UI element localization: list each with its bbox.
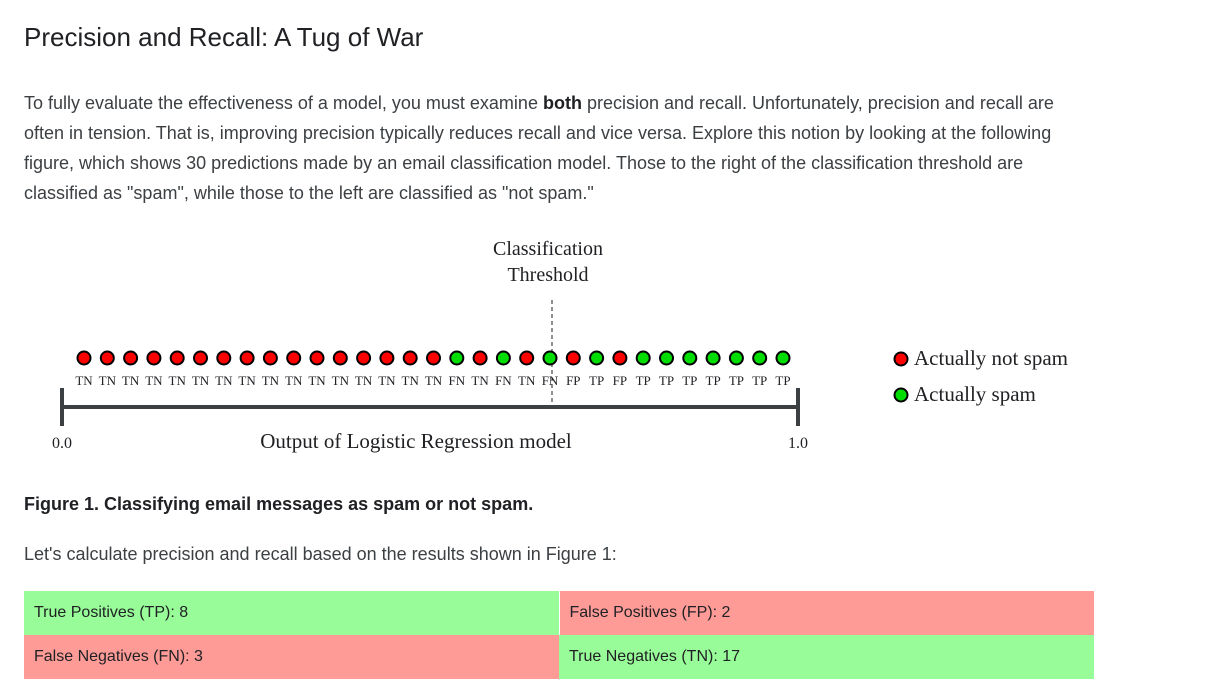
classification-threshold: Classification Threshold	[493, 238, 603, 410]
intro-text-end: precision and recall. Unfortunately, pre…	[24, 93, 1054, 203]
prediction-label: TN	[308, 373, 326, 388]
prediction-label: FN	[542, 373, 559, 388]
prediction-labels: TN TN TN TN TN TN TN TN TN TN TN TN TN TN TN TN FN TN FN TN…	[75, 373, 790, 388]
threshold-label-line2: Threshold	[507, 264, 588, 286]
not-spam-prediction-dot	[565, 350, 581, 366]
true-negatives-cell: True Negatives (TN): 17	[559, 635, 1094, 679]
prediction-label: TN	[192, 373, 210, 388]
prediction-label: TN	[332, 373, 350, 388]
spam-prediction-dot	[495, 350, 511, 366]
not-spam-prediction-dot	[612, 350, 628, 366]
legend-spam-label: Actually spam	[914, 382, 1036, 406]
not-spam-prediction-dot	[379, 350, 395, 366]
legend-not-spam-label: Actually not spam	[914, 346, 1068, 370]
prediction-label: TP	[706, 373, 721, 388]
prediction-label: TP	[589, 373, 604, 388]
spam-prediction-dot	[589, 350, 605, 366]
not-spam-prediction-dot	[193, 350, 208, 366]
not-spam-prediction-dot	[426, 350, 441, 366]
calc-instruction: Let's calculate precision and recall bas…	[24, 544, 617, 564]
prediction-label: TP	[752, 373, 767, 388]
prediction-label: TP	[775, 373, 790, 388]
spam-prediction-dot	[752, 350, 768, 366]
spam-prediction-dot	[728, 350, 744, 366]
legend: Actually not spam Actually spam	[893, 346, 1068, 406]
prediction-label: TN	[402, 373, 420, 388]
page-title: Precision and Recall: A Tug of War	[24, 22, 424, 52]
axis-min-label: 0.0	[52, 435, 72, 452]
not-spam-prediction-dot	[286, 350, 302, 366]
not-spam-prediction-dot	[519, 350, 535, 366]
prediction-label: TP	[729, 373, 744, 388]
not-spam-prediction-dot	[309, 350, 325, 366]
not-spam-prediction-dot	[332, 350, 348, 366]
prediction-label: TN	[122, 373, 140, 388]
legend-spam-dot	[893, 387, 909, 403]
spam-prediction-dot	[705, 350, 721, 366]
axis-max-label: 1.0	[788, 435, 808, 452]
prediction-label: TN	[518, 373, 536, 388]
confusion-matrix: True Positives (TP): 8 False Positives (…	[24, 591, 1094, 679]
spam-prediction-dot	[659, 350, 674, 366]
not-spam-prediction-dot	[402, 350, 418, 366]
not-spam-prediction-dot	[239, 350, 255, 366]
spam-prediction-dot	[449, 350, 465, 366]
spam-prediction-dot	[542, 350, 558, 366]
prediction-label: TN	[145, 373, 163, 388]
prediction-label: TN	[262, 373, 280, 388]
prediction-label: TP	[659, 373, 674, 388]
intro-bold-word: both	[542, 93, 582, 113]
prediction-label: TN	[378, 373, 396, 388]
prediction-label: TN	[99, 373, 117, 388]
intro-paragraph: To fully evaluate the effectiveness of a…	[24, 88, 1094, 208]
prediction-label: TP	[636, 373, 651, 388]
not-spam-prediction-dot	[262, 350, 278, 366]
false-positives-cell: False Positives (FP): 2	[559, 591, 1094, 635]
spam-prediction-dot	[775, 350, 791, 366]
prediction-label: FN	[495, 373, 512, 388]
prediction-label: FN	[448, 373, 465, 388]
axis-title: Output of Logistic Regression model	[260, 429, 572, 453]
prediction-label: TN	[355, 373, 373, 388]
spam-prediction-dot	[635, 350, 651, 366]
legend-not-spam-dot	[893, 351, 909, 367]
not-spam-prediction-dot	[146, 350, 162, 366]
not-spam-prediction-dot	[472, 350, 488, 366]
prediction-label: FP	[613, 373, 627, 388]
true-positives-cell: True Positives (TP): 8	[24, 591, 560, 635]
not-spam-prediction-dot	[356, 350, 372, 366]
spam-prediction-dot	[682, 350, 698, 366]
not-spam-prediction-dot	[169, 350, 185, 366]
prediction-label: TN	[169, 373, 187, 388]
intro-text-start: To fully evaluate the effectiveness of a…	[24, 93, 543, 113]
not-spam-prediction-dot	[76, 350, 92, 366]
not-spam-prediction-dot	[99, 350, 115, 366]
threshold-label-line1: Classification	[493, 238, 603, 260]
figure-caption: Figure 1. Classifying email messages as …	[24, 494, 534, 514]
prediction-label: TN	[285, 373, 303, 388]
prediction-label: TN	[75, 373, 93, 388]
prediction-label: TN	[215, 373, 233, 388]
prediction-label: TN	[238, 373, 256, 388]
not-spam-prediction-dot	[123, 350, 139, 366]
prediction-dots	[76, 350, 791, 366]
prediction-label: FP	[566, 373, 580, 388]
output-axis: 0.0 1.0 Output of Logistic Regression mo…	[52, 388, 808, 453]
prediction-label: TN	[425, 373, 443, 388]
prediction-label: TP	[682, 373, 697, 388]
false-negatives-cell: False Negatives (FN): 3	[24, 635, 559, 679]
not-spam-prediction-dot	[216, 350, 232, 366]
prediction-label: TN	[471, 373, 489, 388]
